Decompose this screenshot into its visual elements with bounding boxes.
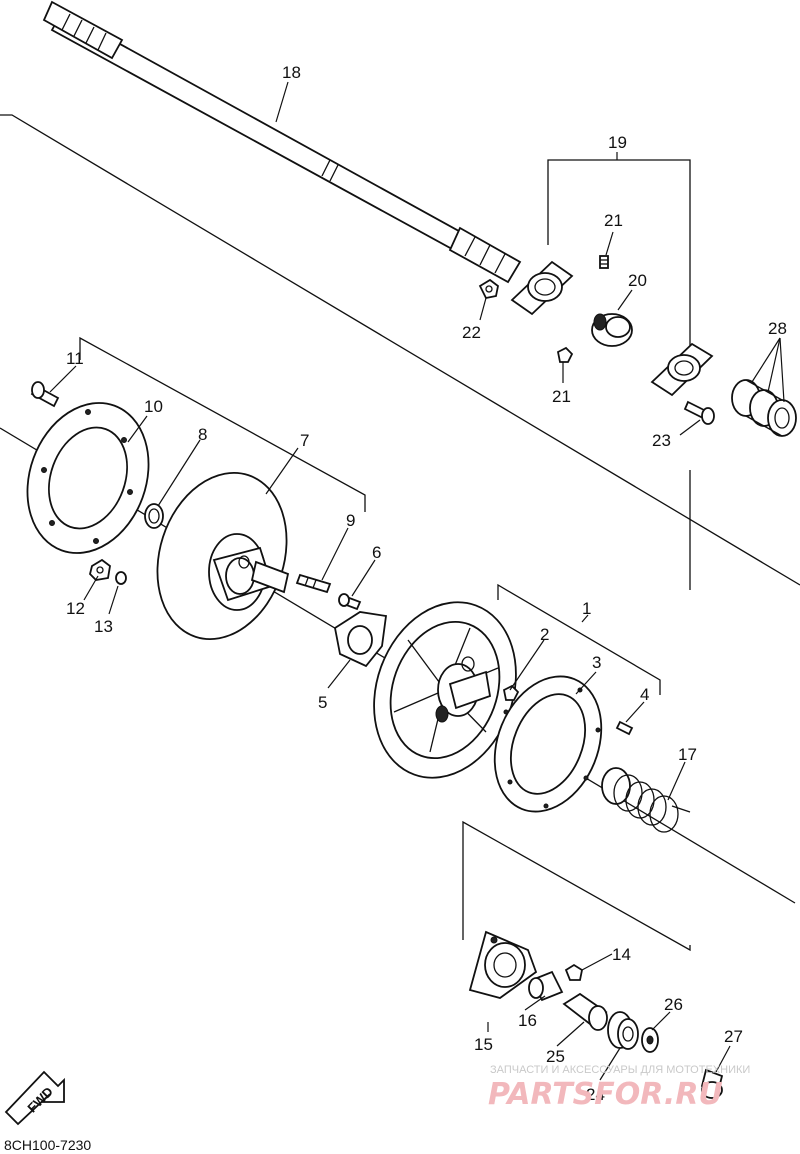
bearing-housing-inner xyxy=(510,260,574,316)
callout-20: 20 xyxy=(628,271,647,290)
callout-12: 12 xyxy=(66,599,85,618)
callout-9: 9 xyxy=(346,511,355,530)
bolt-12 xyxy=(89,558,111,581)
callout-19: 19 xyxy=(608,133,627,152)
bolt-27 xyxy=(700,1068,724,1099)
fwd-arrow: FWD xyxy=(4,1070,65,1126)
plate-10 xyxy=(26,402,150,554)
callout-25: 25 xyxy=(546,1047,565,1066)
group-frame-1 xyxy=(497,583,661,695)
group-frame-7 xyxy=(79,336,366,512)
callout-22: 23 xyxy=(652,431,671,450)
washer-13 xyxy=(115,571,127,585)
bushing-8 xyxy=(144,503,164,529)
drive-shaft xyxy=(42,0,522,284)
callout-10: 10 xyxy=(144,397,163,416)
callout-15: 15 xyxy=(474,1035,493,1054)
callout-18: 18 xyxy=(282,63,301,82)
spring-17 xyxy=(601,767,691,833)
watermark-tagline: ЗАПЧАСТИ И АКСЕССУАРЫ ДЛЯ МОТОТЕХНИКИ xyxy=(490,1064,750,1076)
bushing-16 xyxy=(528,970,564,1002)
bolt-11 xyxy=(30,381,60,408)
leader-lines xyxy=(49,81,785,1081)
grease-nipple xyxy=(599,255,609,269)
callout-27: 27 xyxy=(724,1027,743,1046)
callout-13: 13 xyxy=(94,617,113,636)
bearing xyxy=(591,313,633,347)
watermark: ЗАПЧАСТИ И АКСЕССУАРЫ ДЛЯ МОТОТЕХНИКИ PA… xyxy=(488,1064,750,1112)
callout-2: 2 xyxy=(540,625,549,644)
callout-1: 1 xyxy=(582,599,591,618)
nut-2 xyxy=(502,684,520,701)
callout-28: 28 xyxy=(768,319,787,338)
screw-4 xyxy=(615,720,634,736)
bracket-15 xyxy=(468,930,538,999)
callout-14: 14 xyxy=(612,945,631,964)
watermark-logo: PARTSFOR.RU xyxy=(488,1077,723,1112)
spider-1 xyxy=(373,601,517,779)
pin-9 xyxy=(295,573,332,594)
callout-5: 5 xyxy=(318,693,327,712)
callout-21-upper: 21 xyxy=(604,211,623,230)
callout-7: 7 xyxy=(300,431,309,450)
screw-6 xyxy=(338,593,362,611)
group-frame-19 xyxy=(547,159,691,590)
plate-3 xyxy=(493,675,603,813)
callout-21-lower: 21 xyxy=(552,387,571,406)
callout-23: 22 xyxy=(462,323,481,342)
bolt-22 xyxy=(683,400,715,425)
callout-6: 6 xyxy=(372,543,381,562)
spacers-28 xyxy=(731,379,797,437)
callouts: 18 19 21 20 22 21 23 28 11 10 8 7 9 6 12… xyxy=(66,63,787,1104)
callout-3: 3 xyxy=(592,653,601,672)
callout-17: 17 xyxy=(678,745,697,764)
nut-21 xyxy=(556,346,574,363)
callout-11: 11 xyxy=(66,349,84,368)
nut-14 xyxy=(564,963,584,981)
bearing-housing-outer xyxy=(650,342,714,397)
callout-4: 4 xyxy=(640,685,649,704)
sheave-7 xyxy=(156,472,290,640)
group-frame-15 xyxy=(462,820,691,952)
nut-23 xyxy=(478,278,499,300)
washer-26 xyxy=(641,1027,659,1053)
roller-24 xyxy=(607,1011,639,1050)
callout-16: 16 xyxy=(518,1011,537,1030)
sleeve-25 xyxy=(562,992,608,1031)
cam-plate-5 xyxy=(334,611,388,668)
callout-26: 26 xyxy=(664,995,683,1014)
figure-code: 8CH100-7230 xyxy=(4,1137,91,1153)
callout-8: 8 xyxy=(198,425,207,444)
callout-24: 24 xyxy=(586,1085,605,1104)
